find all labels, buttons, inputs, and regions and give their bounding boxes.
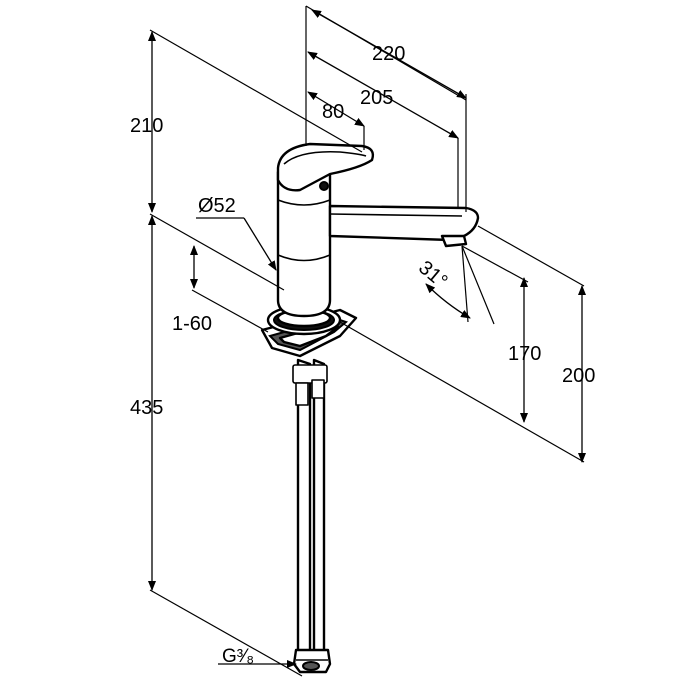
dim-170-label: 170: [508, 343, 541, 365]
extension-lines: [149, 5, 585, 677]
thread-size-label: G³⁄₈: [222, 646, 254, 667]
dim-220-label: 220: [372, 43, 405, 65]
dim-200-label: 200: [562, 365, 595, 387]
supply-hose: [292, 358, 328, 666]
dim-435-label: 435: [130, 397, 163, 419]
dim-210-label: 210: [130, 115, 163, 137]
dim-1-60-label: 1-60: [172, 313, 212, 335]
dim-52-leader: [243, 217, 277, 271]
dim-31-label: 31°: [414, 257, 451, 293]
dim-80-label: 80: [322, 101, 344, 123]
dimension-lines: [148, 9, 586, 668]
faucet-spout: [328, 204, 480, 248]
faucet-illustration: [260, 142, 480, 674]
dimension-labels: 220 205 80 210 Ø52 1-60 435 31° 170 200 …: [130, 43, 595, 667]
dim-52-label: Ø52: [198, 195, 236, 217]
dim-80-line: [307, 91, 365, 127]
hose-end-fitting: [292, 648, 332, 674]
dim-31-arc: [425, 283, 471, 319]
faucet-body: [276, 170, 332, 318]
lever-handle: [276, 142, 375, 192]
dim-205-label: 205: [360, 87, 393, 109]
dim-205-line: [307, 51, 459, 139]
